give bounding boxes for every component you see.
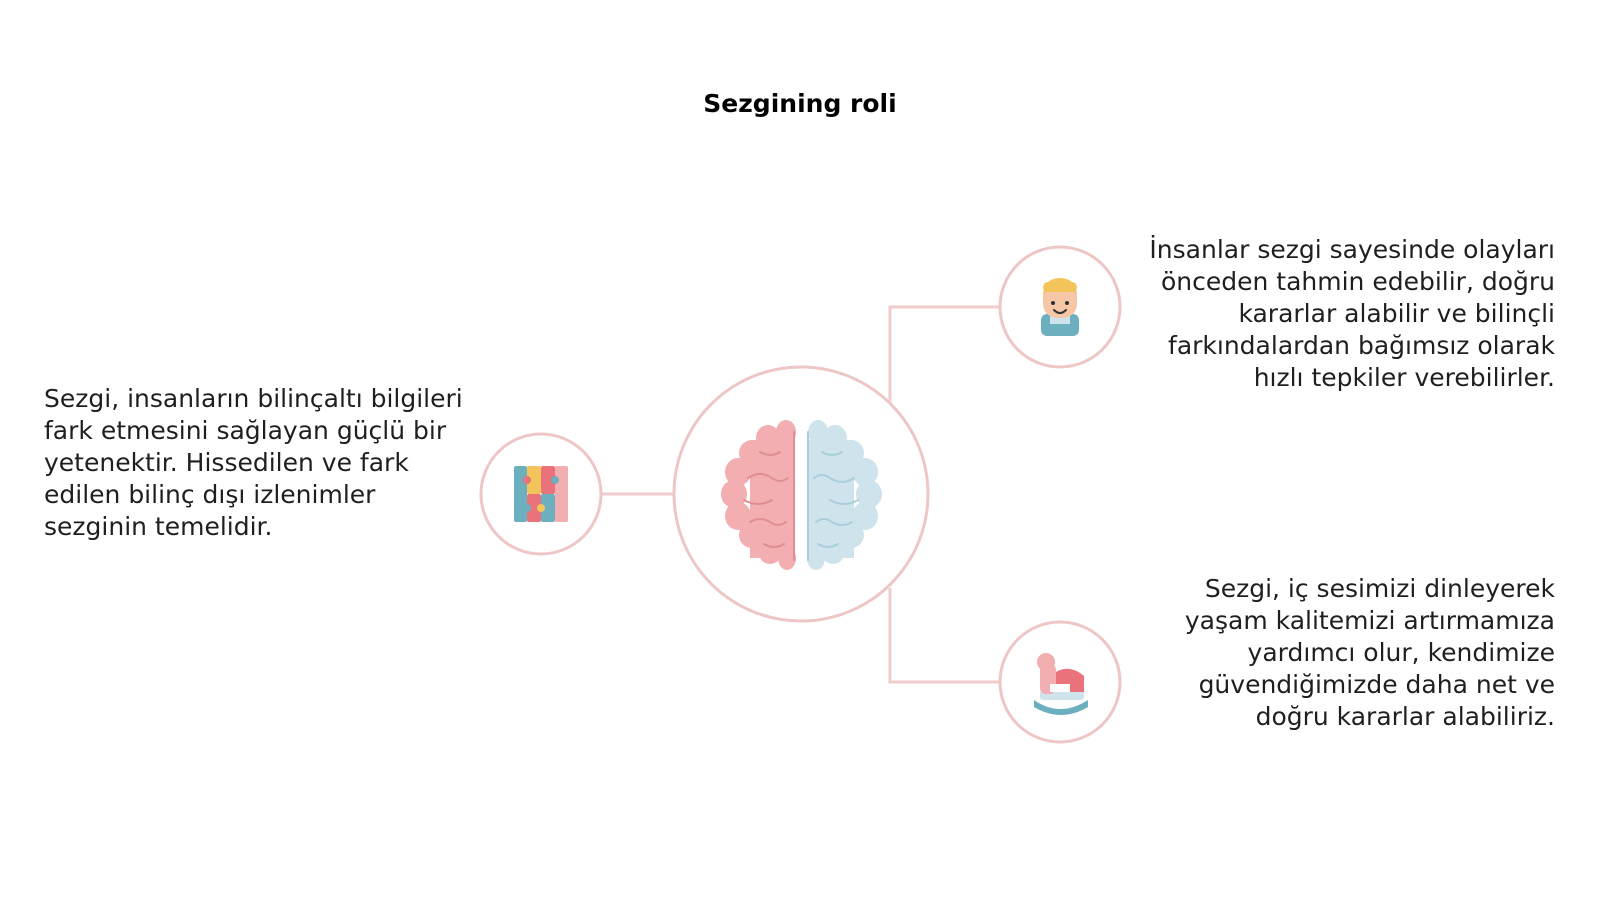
brain-icon — [721, 420, 882, 570]
center-node — [672, 365, 930, 623]
right-top-node — [998, 245, 1122, 369]
page-title: Sezgining roli — [703, 89, 897, 118]
connector-right-top — [888, 305, 999, 405]
right-bottom-node — [998, 620, 1122, 744]
puzzle-icon — [514, 466, 568, 522]
child-face-icon — [1041, 278, 1079, 336]
left-description: Sezgi, insanların bilinçaltı bilgileri f… — [44, 384, 463, 541]
right-bottom-description: Sezgi, iç sesimizi dinleyerek yaşam kali… — [1184, 574, 1555, 731]
left-node — [479, 432, 603, 556]
rocking-horse-icon — [1034, 653, 1088, 715]
connector-right-bottom — [888, 588, 999, 684]
right-top-description: İnsanlar sezgi sayesinde olayları öncede… — [1149, 235, 1555, 392]
connector-lines — [601, 305, 999, 684]
